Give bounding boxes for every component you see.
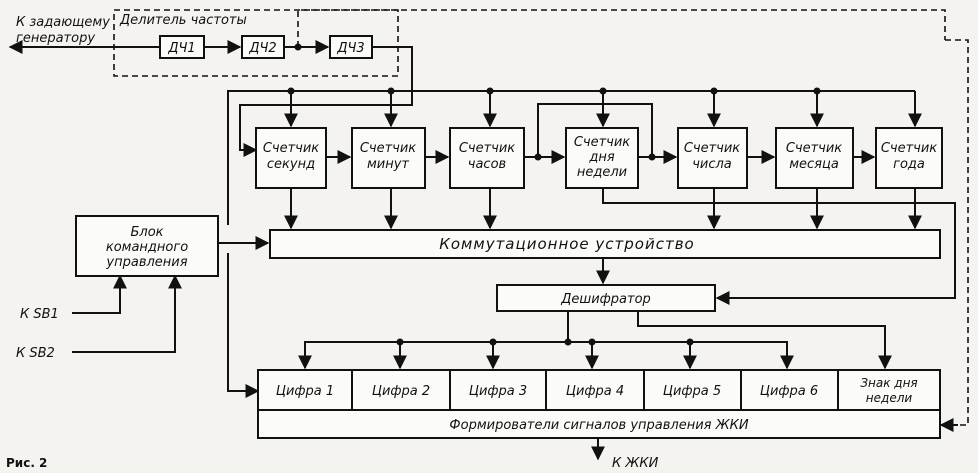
digit-3: Цифра 3	[469, 384, 527, 399]
junction-dot	[648, 153, 656, 161]
counter-date: Счетчик числа	[677, 127, 748, 189]
divider-stage-dch3: ДЧ3	[329, 35, 373, 59]
wire-weekday-bypass	[537, 103, 653, 157]
junction-dot	[396, 338, 404, 346]
junction-dot	[294, 43, 302, 51]
junction-dot	[599, 87, 607, 95]
divider-stage-dch1: ДЧ1	[159, 35, 205, 59]
counter-label: недели	[577, 165, 627, 180]
counter-year: Счетчик года	[875, 127, 943, 189]
wire-dch3-seconds	[239, 46, 413, 157]
counter-hours: Счетчик часов	[449, 127, 525, 189]
switch-label: Коммутационное устройство	[439, 235, 695, 253]
digits-row: Цифра 1 Цифра 2 Цифра 3 Цифра 4 Цифра 5 …	[257, 369, 941, 411]
counter-month: Счетчик месяца	[775, 127, 854, 189]
top-bus	[227, 90, 915, 225]
dch3-label: ДЧ3	[336, 41, 364, 56]
counter-label: Счетчик	[360, 141, 416, 156]
counter-minutes: Счетчик минут	[351, 127, 426, 189]
counter-seconds: Счетчик секунд	[255, 127, 327, 189]
counter-label: дня	[588, 150, 614, 165]
counter-weekday: Счетчик дня недели	[565, 127, 639, 189]
decoder-digit-bus-right	[568, 341, 794, 370]
counter-label: месяца	[789, 157, 839, 172]
counter-label: Счетчик	[459, 141, 515, 156]
dch1-label: ДЧ1	[167, 41, 195, 56]
weekday-sign: недели	[866, 391, 913, 405]
generator-label: генератору	[16, 31, 95, 46]
sb1-label: К SB1	[20, 307, 59, 322]
command-control-unit: Блок командного управления	[75, 215, 219, 277]
decoder-digit-bus	[298, 311, 569, 370]
counter-label: числа	[692, 157, 732, 172]
junction-dot	[710, 87, 718, 95]
lcd-drivers: Формирователи сигналов управления ЖКИ	[257, 409, 941, 439]
sb2-label: К SB2	[16, 346, 55, 361]
weekday-sign: Знак дня	[860, 376, 917, 390]
control-unit-label: управления	[105, 255, 187, 270]
junction-dot	[287, 87, 295, 95]
counter-label: Счетчик	[574, 135, 630, 150]
digit-2: Цифра 2	[372, 384, 430, 399]
weekday-to-decoder	[602, 188, 956, 305]
counter-label: Счетчик	[881, 141, 937, 156]
junction-dot	[686, 338, 694, 346]
wire-sb2	[72, 274, 182, 353]
control-to-digits	[227, 253, 260, 398]
decoder-label: Дешифратор	[560, 292, 651, 307]
wire-sb1	[72, 274, 127, 314]
digit-5: Цифра 5	[663, 384, 721, 399]
digit-4: Цифра 4	[566, 384, 624, 399]
counter-label: Счетчик	[263, 141, 319, 156]
junction-dot	[813, 87, 821, 95]
counter-label: Счетчик	[684, 141, 740, 156]
junction-dot	[387, 87, 395, 95]
junction-dot	[564, 338, 572, 346]
junction-dot	[486, 87, 494, 95]
control-unit-label: Блок	[130, 225, 163, 240]
divider-stage-dch2: ДЧ2	[241, 35, 285, 59]
wires	[8, 9, 969, 461]
digit-6: Цифра 6	[760, 384, 818, 399]
figure-label: Рис. 2	[6, 456, 47, 470]
decoder-to-weekday-sign	[637, 311, 892, 370]
control-unit-label: командного	[106, 240, 188, 255]
switching-device: Коммутационное устройство	[269, 229, 941, 259]
dch2-label: ДЧ2	[248, 41, 276, 56]
decoder: Дешифратор	[496, 284, 716, 312]
junction-dot	[534, 153, 542, 161]
counter-label: часов	[468, 157, 506, 172]
digit-1: Цифра 1	[276, 384, 334, 399]
junction-dot	[588, 338, 596, 346]
counter-label: секунд	[267, 157, 315, 172]
output-label: К ЖКИ	[612, 456, 659, 471]
generator-label: К задающему	[16, 15, 110, 30]
wire-divider-right	[297, 9, 946, 47]
divider-title: Делитель частоты	[119, 13, 247, 28]
counter-label: Счетчик	[786, 141, 842, 156]
counter-label: минут	[367, 157, 409, 172]
junction-dot	[489, 338, 497, 346]
frequency-divider-group	[113, 9, 399, 77]
drivers-label: Формирователи сигналов управления ЖКИ	[449, 418, 748, 433]
counter-label: года	[893, 157, 925, 172]
